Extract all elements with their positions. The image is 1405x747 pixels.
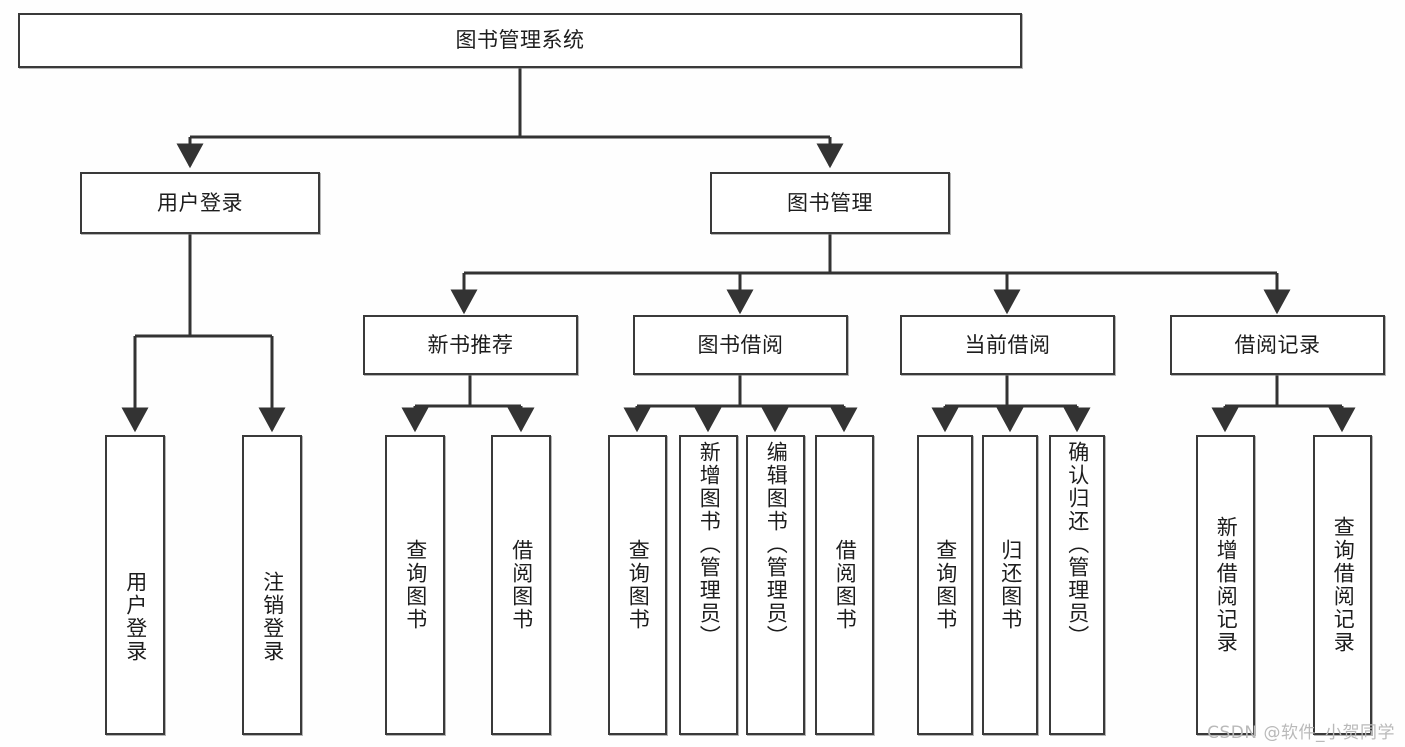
node-book-borrow[interactable]: 图书借阅 (633, 315, 848, 375)
node-current-borrow[interactable]: 当前借阅 (900, 315, 1115, 375)
node-root-book-management-system[interactable]: 图书管理系统 (18, 13, 1022, 68)
node-leaf-confirm-return-admin[interactable]: 确认归还（管理员） (1049, 435, 1105, 735)
node-book-borrow-label: 图书借阅 (697, 332, 784, 357)
node-root-label: 图书管理系统 (455, 28, 585, 53)
node-leaf-search-book-borrow-label: 查询图书 (626, 539, 651, 631)
node-book-management-label: 图书管理 (787, 190, 873, 215)
node-current-borrow-label: 当前借阅 (964, 332, 1051, 357)
node-book-management[interactable]: 图书管理 (710, 172, 950, 234)
node-leaf-add-borrow-record-label: 新增借阅记录 (1214, 516, 1239, 654)
node-leaf-logout[interactable]: 注销登录 (242, 435, 302, 735)
node-leaf-return-book-label: 归还图书 (998, 539, 1023, 631)
node-leaf-search-book-recommend-label: 查询图书 (403, 539, 428, 631)
node-leaf-user-login[interactable]: 用户登录 (105, 435, 165, 735)
node-borrow-record[interactable]: 借阅记录 (1170, 315, 1385, 375)
node-new-book-recommend[interactable]: 新书推荐 (363, 315, 578, 375)
node-leaf-borrow-book-recommend[interactable]: 借阅图书 (491, 435, 551, 735)
watermark-text: CSDN @软件_小贺同学 (1207, 723, 1395, 743)
node-leaf-borrow-book-recommend-label: 借阅图书 (509, 539, 534, 631)
node-leaf-search-book-current-label: 查询图书 (933, 539, 958, 631)
node-leaf-add-book-admin[interactable]: 新增图书（管理员） (679, 435, 738, 735)
node-leaf-add-borrow-record[interactable]: 新增借阅记录 (1196, 435, 1255, 735)
node-user-login-label: 用户登录 (157, 190, 243, 215)
node-leaf-edit-book-admin[interactable]: 编辑图书（管理员） (746, 435, 805, 735)
node-leaf-borrow-book-label: 借阅图书 (833, 539, 858, 631)
node-leaf-search-book-current[interactable]: 查询图书 (917, 435, 973, 735)
node-leaf-search-book-recommend[interactable]: 查询图书 (385, 435, 445, 735)
node-leaf-search-book-borrow[interactable]: 查询图书 (608, 435, 667, 735)
node-leaf-search-borrow-record[interactable]: 查询借阅记录 (1313, 435, 1372, 735)
node-leaf-logout-label: 注销登录 (260, 571, 285, 663)
node-leaf-confirm-return-admin-label: 确认归还（管理员） (1065, 441, 1090, 648)
node-leaf-user-login-label: 用户登录 (123, 571, 148, 663)
node-new-book-recommend-label: 新书推荐 (427, 332, 514, 357)
node-leaf-return-book[interactable]: 归还图书 (982, 435, 1038, 735)
node-leaf-edit-book-admin-label: 编辑图书（管理员） (764, 441, 789, 648)
node-borrow-record-label: 借阅记录 (1234, 332, 1321, 357)
node-leaf-add-book-admin-label: 新增图书（管理员） (697, 441, 722, 648)
node-leaf-search-borrow-record-label: 查询借阅记录 (1331, 516, 1356, 654)
node-user-login[interactable]: 用户登录 (80, 172, 320, 234)
node-leaf-borrow-book[interactable]: 借阅图书 (815, 435, 874, 735)
